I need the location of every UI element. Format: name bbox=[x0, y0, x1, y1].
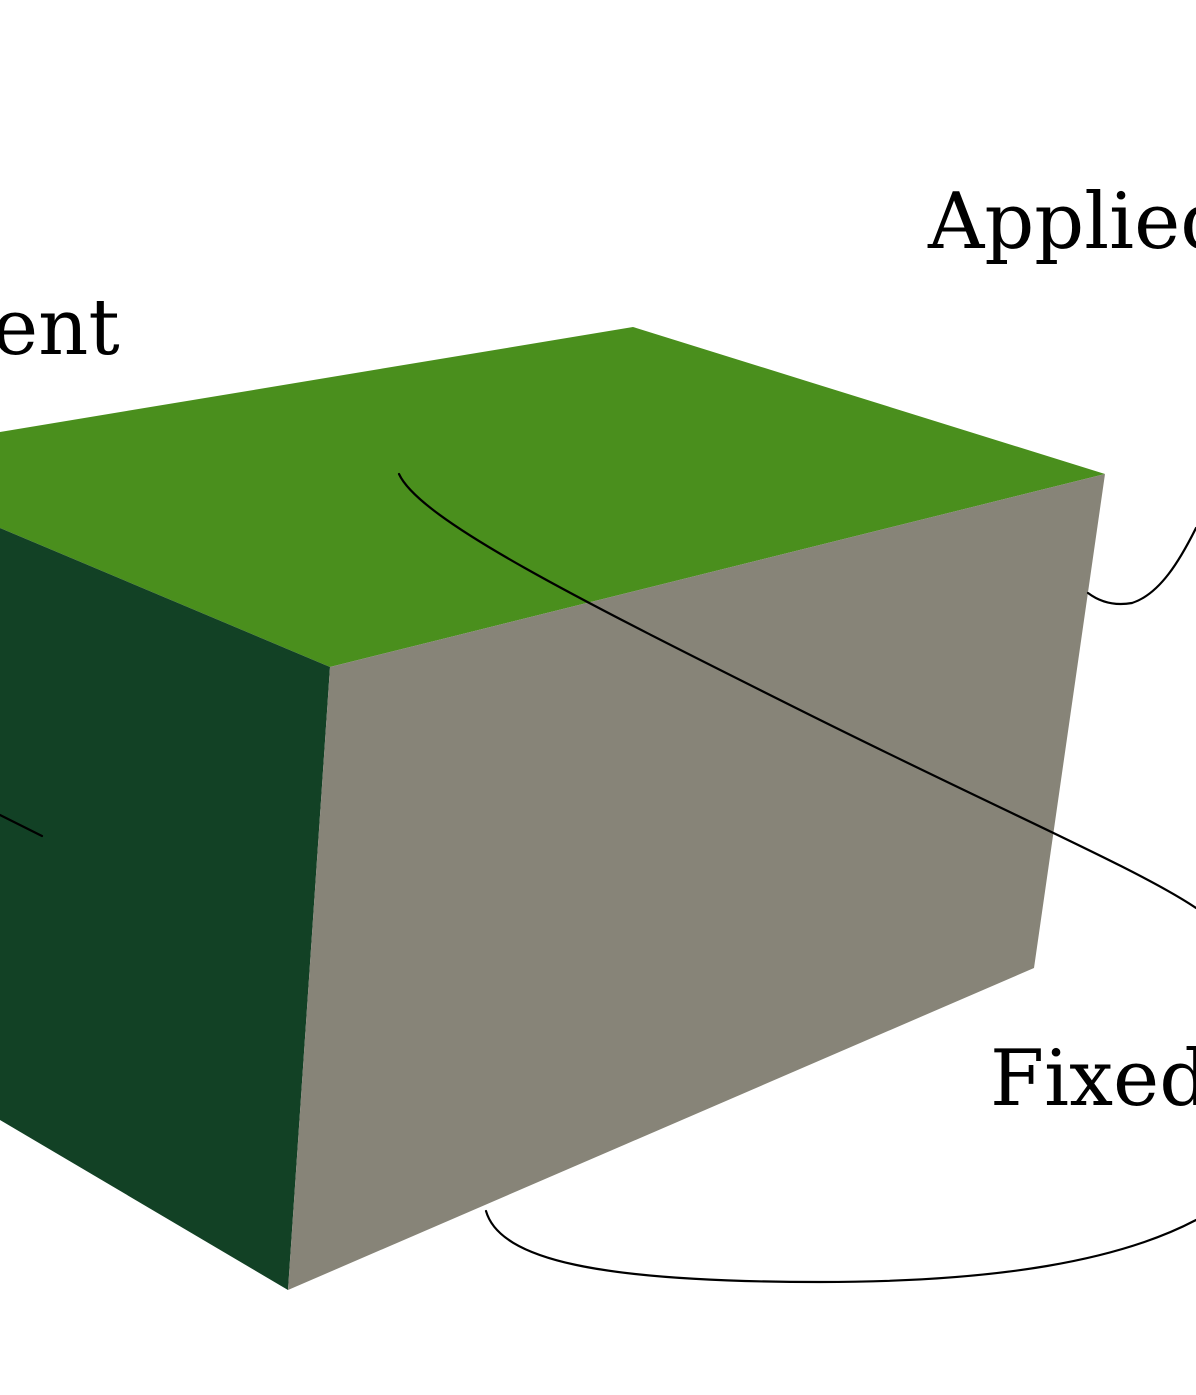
block-front-face bbox=[288, 474, 1105, 1290]
leader-line-top-face bbox=[397, 472, 1196, 910]
block-top-face bbox=[0, 327, 1105, 667]
label-displacement: ent bbox=[0, 283, 120, 373]
leader-line-fixed bbox=[484, 1209, 1196, 1284]
label-fixed: Fixed bbox=[990, 1034, 1196, 1124]
leader-line-applied bbox=[1086, 526, 1196, 606]
block-left-face bbox=[0, 528, 330, 1290]
leader-line-displacement bbox=[0, 813, 44, 838]
label-applied: Applied bbox=[927, 177, 1196, 267]
